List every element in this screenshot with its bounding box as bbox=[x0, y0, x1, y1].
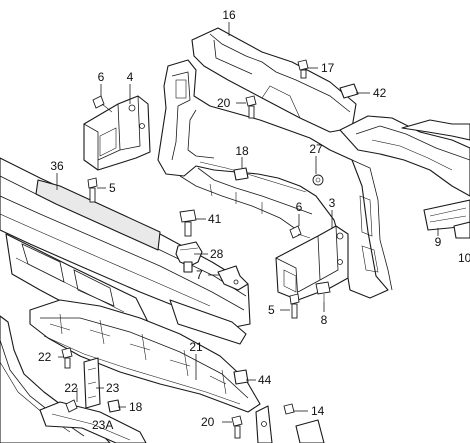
part-16-cover bbox=[191, 27, 357, 133]
callout-5a: 5 bbox=[109, 181, 116, 195]
callout-7: 7 bbox=[196, 268, 203, 282]
callout-20a: 20 bbox=[217, 96, 231, 110]
callout-16: 16 bbox=[222, 8, 236, 22]
callout-8: 8 bbox=[321, 313, 328, 327]
callout-20b: 20 bbox=[201, 415, 215, 429]
part-3-bracket bbox=[275, 225, 349, 301]
callout-28: 28 bbox=[210, 247, 224, 261]
side-member bbox=[339, 115, 470, 197]
part-28-buffer bbox=[175, 241, 203, 273]
callout-3: 3 bbox=[329, 196, 336, 210]
callout-18a: 18 bbox=[235, 144, 249, 158]
part-23-bracket bbox=[83, 357, 101, 409]
callout-21: 21 bbox=[189, 340, 203, 354]
fasteners bbox=[61, 59, 359, 439]
callout-5b: 5 bbox=[268, 303, 275, 317]
part-14-bracket bbox=[255, 405, 325, 443]
part-9-panel bbox=[423, 199, 470, 239]
callout-labels: 16 17 6 4 42 20 36 5 18 27 3 6 41 28 9 1… bbox=[38, 8, 470, 432]
callout-44: 44 bbox=[258, 373, 272, 387]
callout-22a: 22 bbox=[38, 350, 52, 364]
callout-6b: 6 bbox=[296, 200, 303, 214]
callout-18b: 18 bbox=[129, 400, 143, 414]
callout-27: 27 bbox=[309, 142, 323, 156]
callout-41: 41 bbox=[208, 212, 222, 226]
callout-10: 10 bbox=[458, 251, 470, 265]
part-7-bracket bbox=[217, 265, 249, 291]
part-4-bracket bbox=[83, 95, 151, 171]
callout-14: 14 bbox=[311, 404, 325, 418]
part-41-bolt bbox=[179, 209, 197, 237]
callout-4: 4 bbox=[127, 70, 134, 84]
callout-36: 36 bbox=[50, 159, 64, 173]
callout-42: 42 bbox=[373, 86, 387, 100]
callout-9: 9 bbox=[435, 235, 442, 249]
callout-23A: 23A bbox=[92, 418, 113, 432]
callout-23: 23 bbox=[106, 381, 120, 395]
callout-17: 17 bbox=[321, 61, 335, 75]
callout-22b: 22 bbox=[64, 381, 78, 395]
callout-6a: 6 bbox=[98, 70, 105, 84]
leader-lines bbox=[56, 22, 439, 423]
front-carrier bbox=[157, 59, 393, 299]
